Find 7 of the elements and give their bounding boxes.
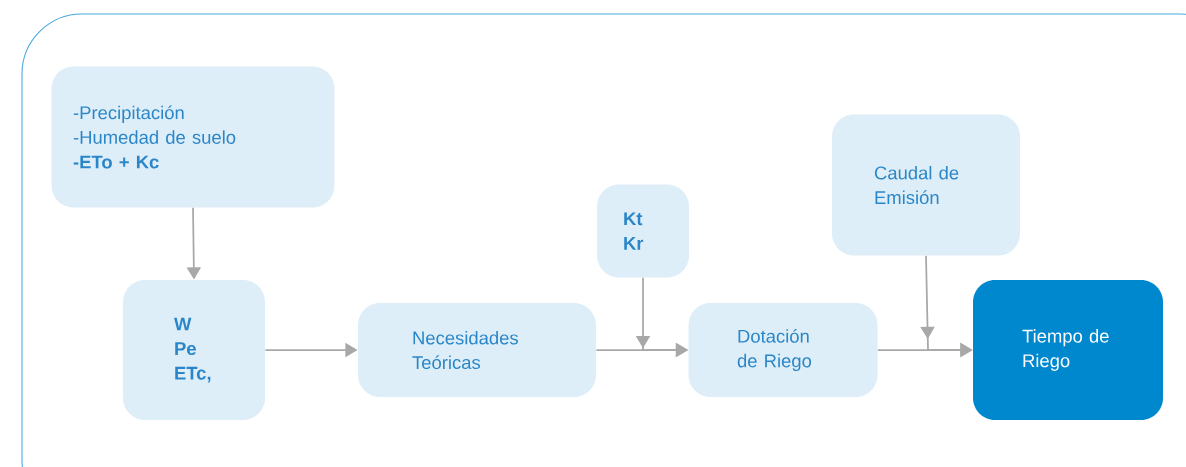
process-box: Dotación de Riego xyxy=(688,303,878,397)
result-box: Tiempo de Riego xyxy=(973,280,1163,420)
process-box: Necesidades Teóricas xyxy=(358,303,596,397)
process-box: Kt Kr xyxy=(597,184,689,278)
process-box: W Pe ETc, xyxy=(123,280,265,420)
process-box: Caudal de Emisión xyxy=(832,114,1020,256)
process-box: -Precipitación -Humedad de suelo -ETo + Kc xyxy=(51,66,335,208)
